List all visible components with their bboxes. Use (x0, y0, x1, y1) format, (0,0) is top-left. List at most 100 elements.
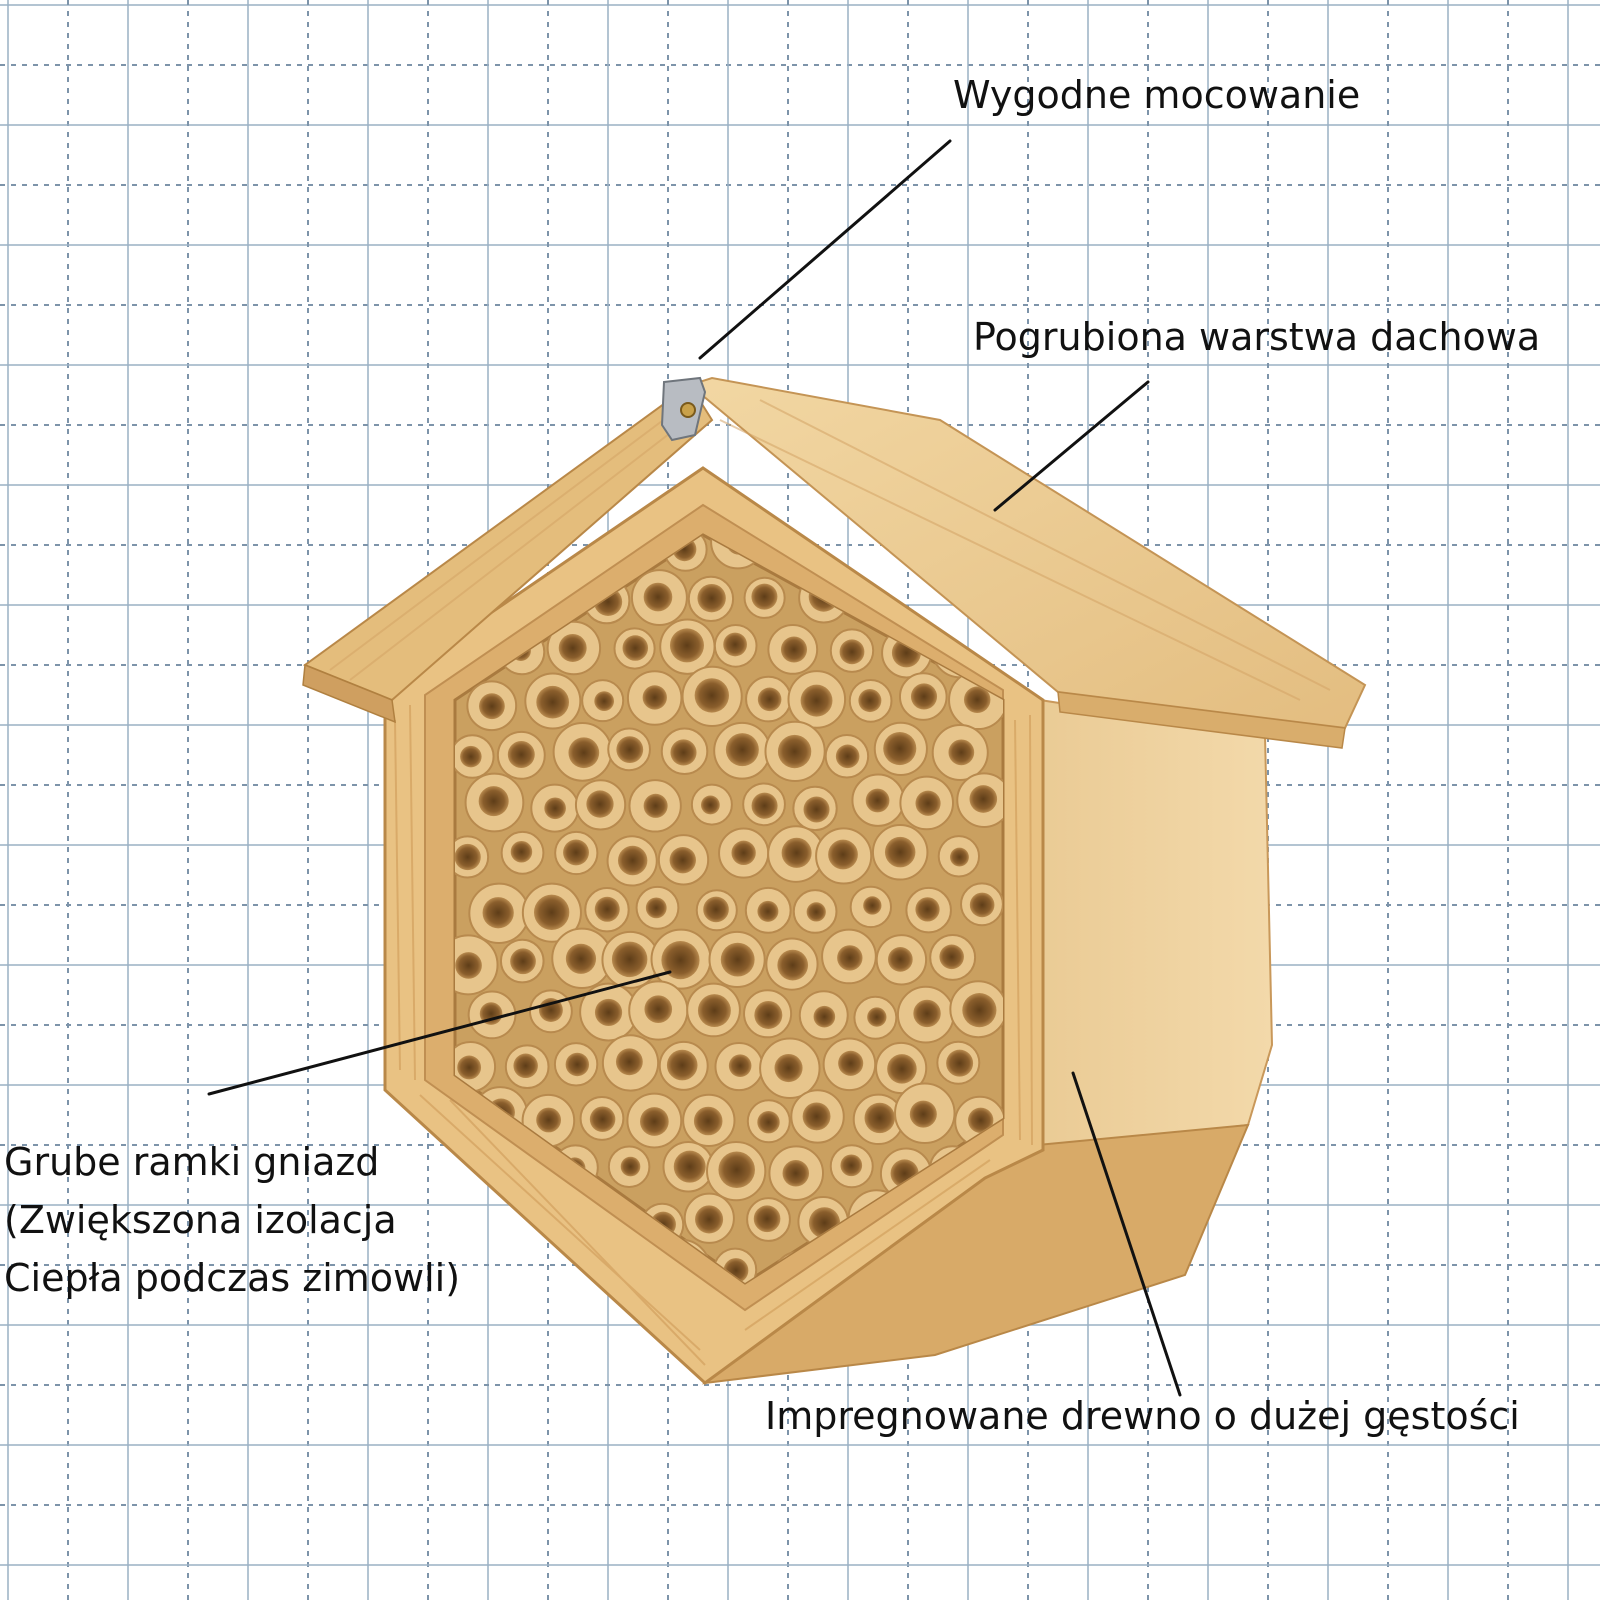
bamboo-tube-hole (643, 793, 668, 818)
bamboo-tube-hole (455, 952, 482, 979)
frames-label-line-2: (Zwiększona izolacja (4, 1198, 397, 1242)
bamboo-tube-hole (806, 902, 826, 922)
bamboo-tube-hole (455, 843, 481, 871)
bamboo-tube-hole (617, 845, 648, 876)
bamboo-tube-hole (568, 737, 600, 769)
bamboo-tube-hole (644, 995, 673, 1024)
bamboo-tube-hole (969, 892, 995, 918)
bamboo-tube-hole (720, 942, 755, 977)
bamboo-tube-hole (754, 1000, 783, 1029)
bamboo-tube-hole (858, 689, 882, 713)
roof-label: Pogrubiona warstwa dachowa (973, 315, 1541, 359)
bamboo-tube-hole (939, 944, 964, 970)
bamboo-tube-hole (725, 733, 759, 767)
bamboo-tube-hole (782, 1159, 810, 1187)
bamboo-tube-hole (536, 1107, 562, 1133)
bamboo-tube-hole (661, 941, 700, 980)
callout-line-wood (1071, 1071, 1182, 1397)
bamboo-tube-hole (913, 999, 941, 1028)
roof-right-edge (1057, 691, 1346, 749)
bamboo-tube-hole (863, 896, 882, 915)
bamboo-tube-hole (835, 744, 860, 769)
bamboo-tube-hole (510, 840, 533, 863)
bamboo-tube-hole (963, 686, 991, 713)
bamboo-tube-hole (969, 785, 998, 813)
metal-hanger-icon (660, 376, 707, 442)
bamboo-tube-hole (589, 1106, 616, 1133)
bamboo-tube-hole (888, 947, 913, 972)
bamboo-tube-hole (774, 1053, 803, 1083)
bamboo-tube-hole (838, 1050, 864, 1076)
bamboo-tube-hole (673, 1150, 706, 1183)
bamboo-tube-hole (697, 583, 726, 613)
bamboo-tube-hole (884, 836, 916, 868)
bamboo-tube-hole (867, 1007, 887, 1027)
bamboo-tube-hole (723, 632, 747, 657)
bamboo-tube-hole (887, 1054, 917, 1084)
screw-icon (680, 402, 696, 418)
bamboo-tube-hole (457, 1055, 482, 1080)
callout-line-roof (993, 380, 1150, 512)
bamboo-tube-hole (950, 847, 969, 867)
bamboo-tube-hole (864, 1102, 895, 1134)
frames-label: Grube ramki gniazd (Zwiększona izolacja … (4, 1133, 460, 1307)
bamboo-tube-hole (565, 1052, 590, 1077)
bamboo-tube-hole (962, 993, 997, 1028)
bamboo-tube-hole (915, 897, 940, 922)
bamboo-tube-hole (669, 628, 704, 663)
bamboo-tube-hole (622, 635, 649, 661)
bamboo-tube-hole (697, 994, 731, 1028)
bamboo-tube-hole (694, 678, 730, 713)
bamboo-tube-hole (645, 897, 667, 919)
bamboo-tube-hole (460, 745, 482, 768)
bamboo-tube-hole (865, 788, 890, 813)
bamboo-tube-hole (910, 683, 938, 710)
bamboo-tube-hole (843, 535, 864, 553)
bamboo-tube-hole (700, 795, 720, 815)
bamboo-tube-hole (565, 943, 597, 974)
bamboo-tube-hole (615, 1048, 643, 1076)
bamboo-tube-hole (946, 1049, 974, 1077)
bamboo-tube-hole (777, 734, 812, 769)
bamboo-tube-hole (594, 896, 620, 922)
bamboo-tube-hole (479, 693, 505, 720)
bamboo-tube-hole (751, 583, 778, 610)
bamboo-tube-hole (802, 1102, 831, 1131)
frames-label-line-3: Ciepła podczas zimowli) (4, 1256, 461, 1300)
bamboo-tube-hole (837, 945, 863, 971)
bamboo-tube-hole (909, 1100, 937, 1128)
callout-line-frames (207, 970, 672, 1096)
bamboo-tube-hole (803, 796, 830, 823)
bamboo-tube (491, 1248, 548, 1283)
bamboo-tube-hole (781, 837, 812, 868)
callout-line-mounting (698, 139, 952, 360)
bamboo-tube-hole (693, 1106, 723, 1136)
bamboo-tube-hole (594, 691, 615, 712)
bamboo-tube-hole (948, 739, 975, 766)
bamboo-tube-hole (533, 894, 570, 930)
mounting-label: Wygodne mocowanie (953, 73, 1361, 117)
bamboo-tube-hole (757, 900, 779, 922)
bamboo-tube-hole (757, 687, 782, 712)
frames-label-line-1: Grube ramki gniazd (4, 1140, 380, 1184)
bamboo-tube-hole (639, 1107, 669, 1136)
bamboo-tube-hole (482, 897, 514, 929)
bamboo-tube-hole (777, 949, 809, 981)
bamboo-tube-hole (800, 684, 833, 717)
bamboo-tube-hole (478, 786, 509, 817)
bamboo-tube-hole (968, 1107, 994, 1133)
bamboo-tube-hole (813, 1005, 836, 1028)
bamboo-tube-hole (670, 739, 697, 766)
bamboo-tube-hole (620, 1156, 641, 1177)
bamboo-tube-hole (695, 1205, 724, 1234)
bamboo-tube-hole (642, 685, 667, 710)
bamboo-tube-hole (507, 741, 535, 769)
callout-lines (207, 139, 1182, 1397)
bamboo-tube-hole (718, 1151, 755, 1189)
roof-left-edge (302, 663, 396, 724)
bamboo-tube-hole (504, 1264, 532, 1283)
bamboo-tube-hole (666, 1049, 698, 1081)
bamboo-tube-hole (839, 639, 865, 665)
bamboo-tube-hole (883, 731, 917, 766)
